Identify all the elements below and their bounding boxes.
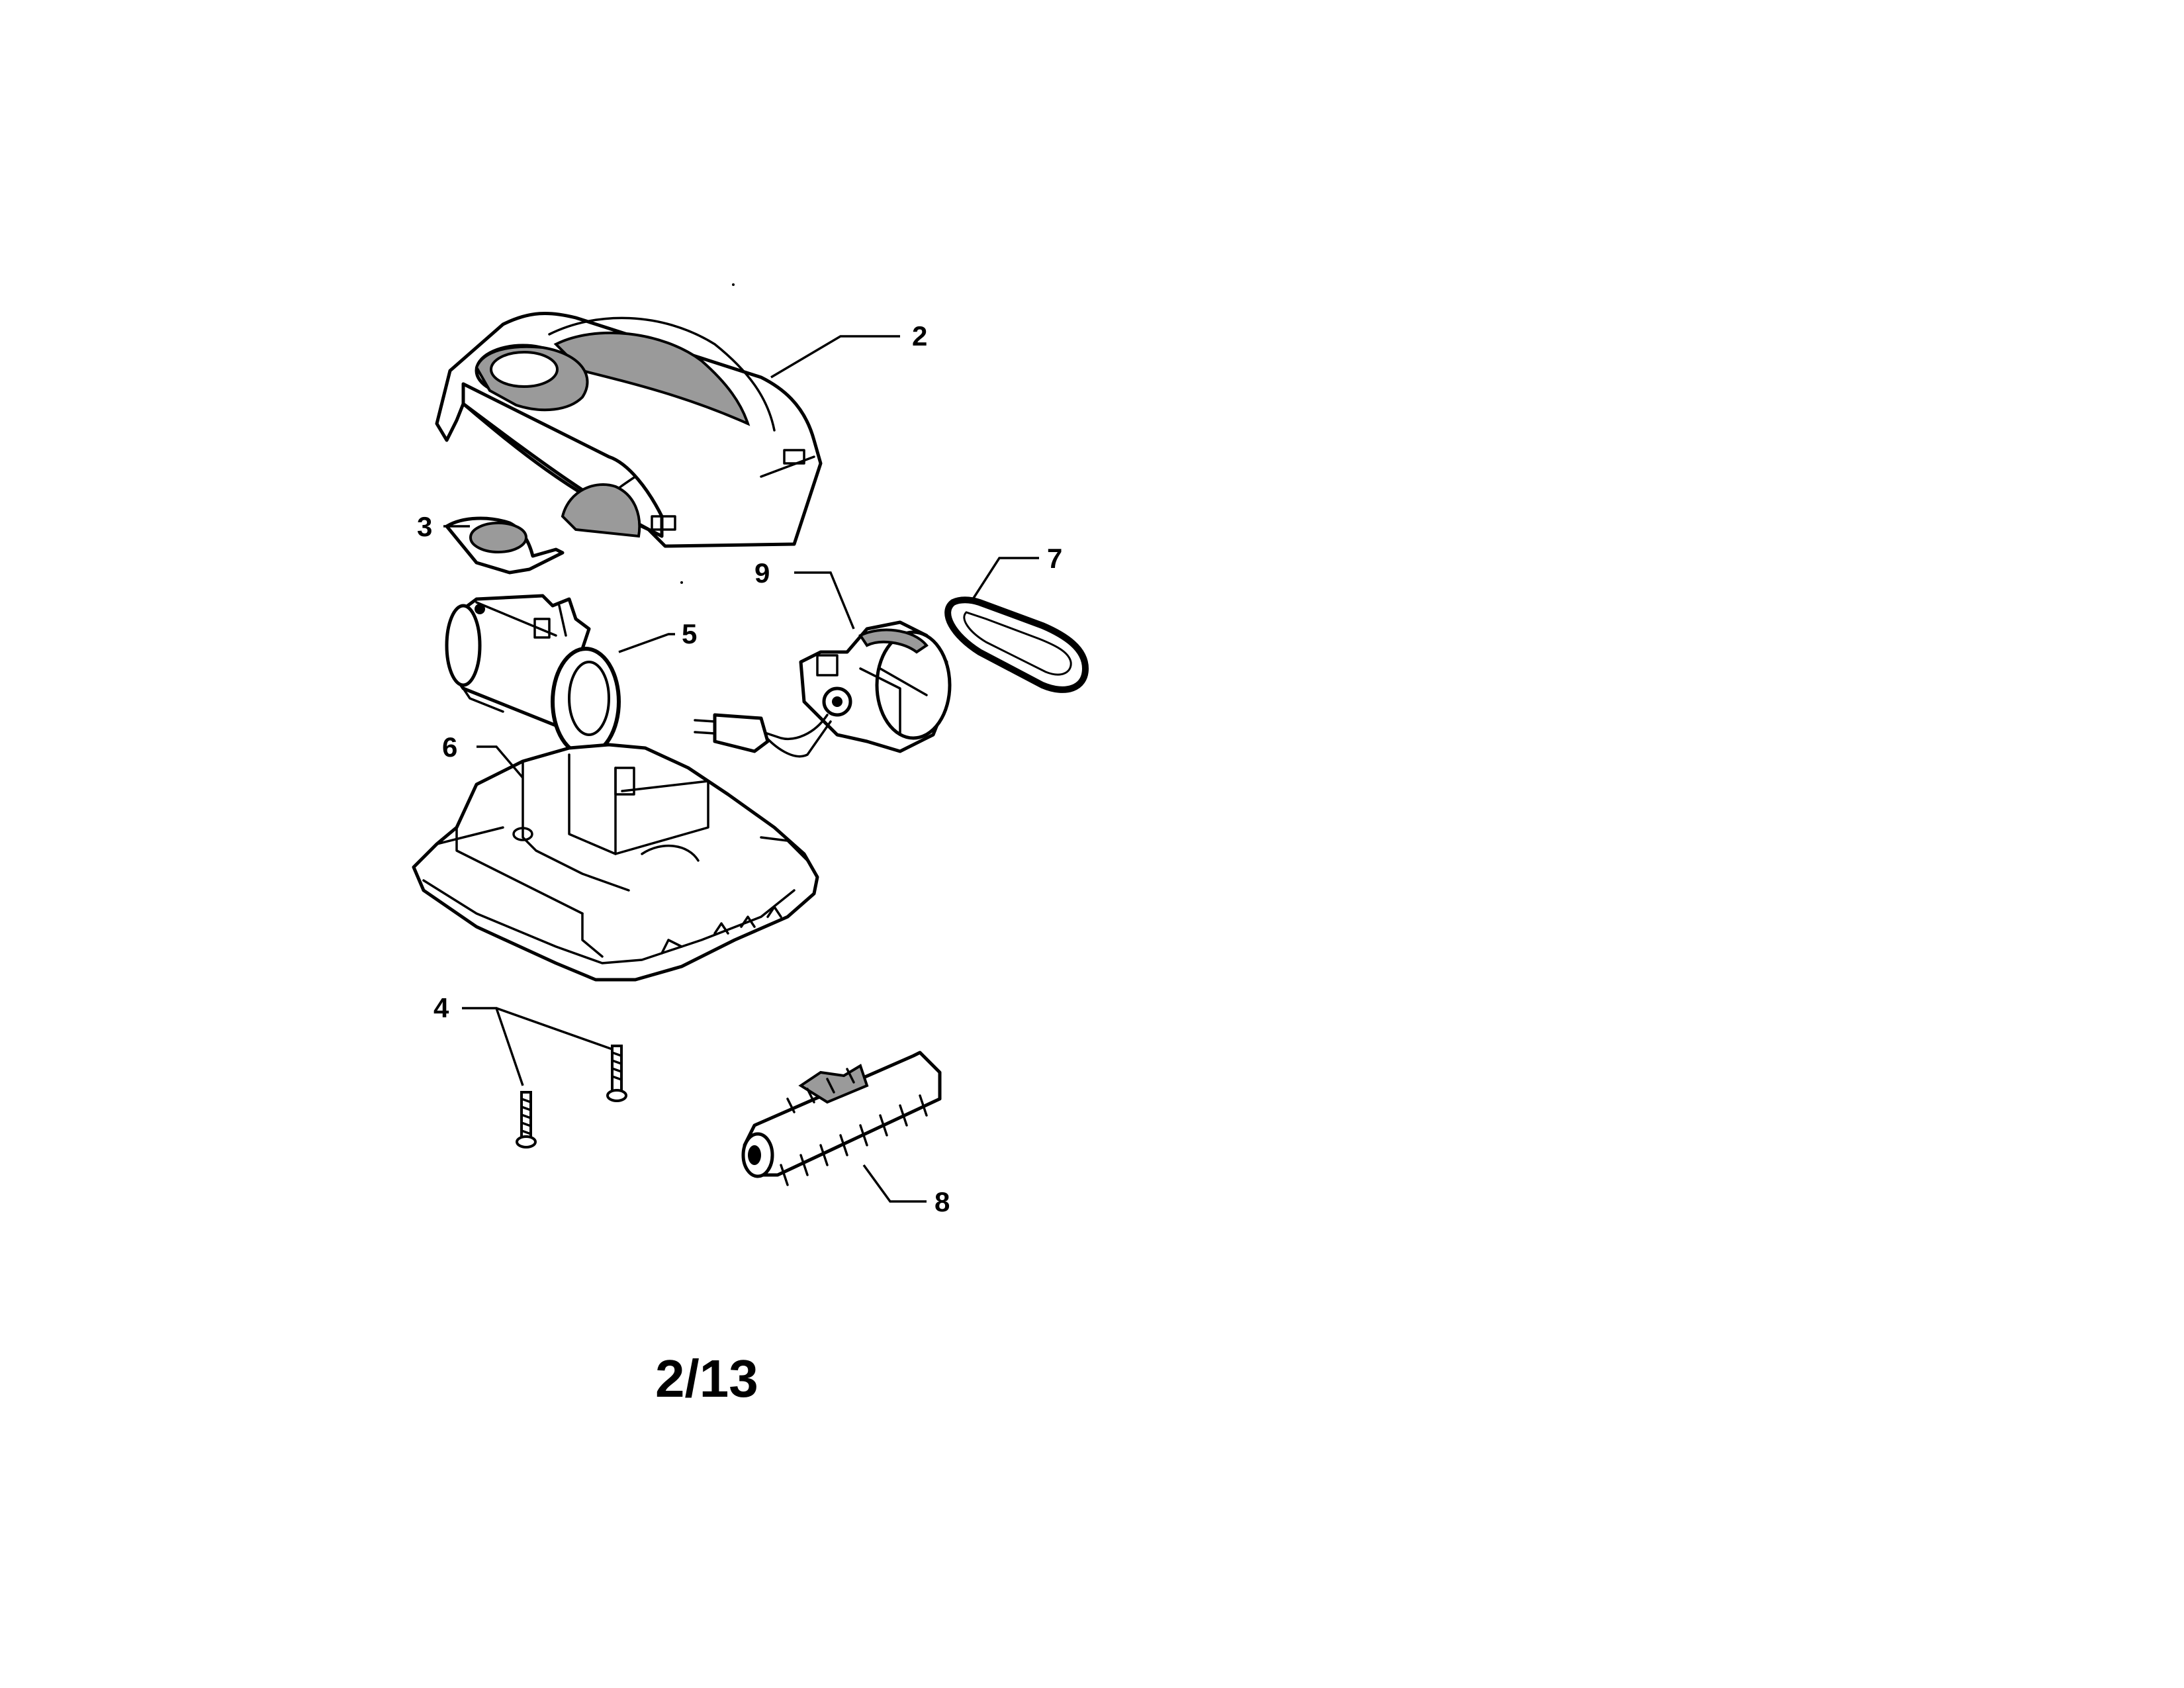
screws-part — [462, 1007, 627, 1149]
callout-2: 2 — [912, 320, 927, 352]
callout-4: 4 — [433, 992, 449, 1023]
fan-housing-part — [445, 594, 675, 757]
callout-3: 3 — [417, 511, 432, 542]
callout-8: 8 — [934, 1186, 950, 1217]
callout-6: 6 — [442, 731, 457, 763]
motor-assembly-part — [694, 571, 952, 758]
page-number: 2/13 — [655, 1349, 758, 1408]
base-housing-part — [412, 743, 819, 982]
callout-7: 7 — [1047, 543, 1062, 574]
callout-5: 5 — [682, 618, 697, 649]
bumper-pad-part — [443, 516, 565, 575]
brush-roll-part — [741, 1051, 942, 1203]
drive-belt-part — [944, 557, 1089, 693]
callout-9: 9 — [754, 557, 770, 588]
hood-cover-part — [435, 312, 900, 548]
